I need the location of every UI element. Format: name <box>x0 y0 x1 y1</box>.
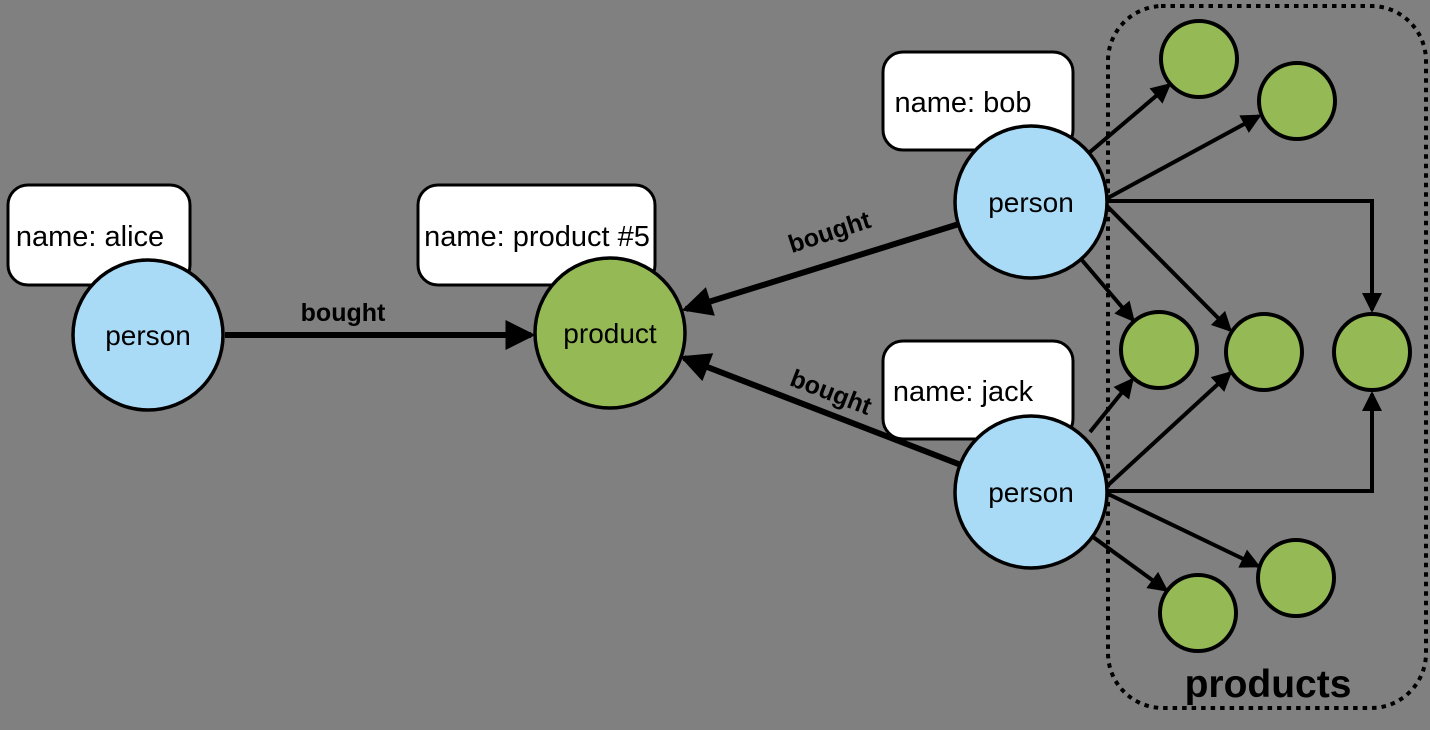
edge-bob-product-5 <box>1106 199 1382 313</box>
edge-label-bob-bought: bought <box>785 206 875 259</box>
products-group-label: products <box>1185 663 1352 706</box>
note-alice-text: name: alice <box>16 221 164 253</box>
product-node-4 <box>1224 312 1304 392</box>
node-bob-circle <box>953 124 1109 280</box>
node-bob-label: person <box>988 187 1074 218</box>
product-node-2 <box>1257 61 1337 141</box>
edge-bob-product-2 <box>1105 114 1262 201</box>
product-node-3 <box>1119 310 1199 390</box>
product-node-1 <box>1159 19 1239 99</box>
edge-label-alice-bought: bought <box>301 299 386 327</box>
node-alice: person <box>71 258 225 412</box>
products-group-outline <box>1106 4 1428 710</box>
note-jack-text: name: jack <box>893 376 1034 408</box>
product-node-6 <box>1158 573 1238 653</box>
edge-bob-bought <box>681 221 960 316</box>
node-product: product <box>533 256 687 410</box>
node-alice-label: person <box>105 320 191 351</box>
product-node-5 <box>1332 312 1412 392</box>
node-product-circle <box>533 256 687 410</box>
node-alice-circle <box>71 258 225 412</box>
edge-jack-product-7 <box>1105 491 1261 568</box>
node-product-label: product <box>563 318 657 349</box>
node-jack-label: person <box>988 477 1074 508</box>
edge-jack-product-5 <box>1106 391 1382 493</box>
edge-bob-product-1 <box>1088 83 1172 154</box>
node-bob: person <box>953 124 1109 280</box>
note-bob-text: name: bob <box>894 87 1031 119</box>
product-node-7 <box>1256 538 1336 618</box>
note-product-text: name: product #5 <box>424 221 650 253</box>
edge-jack-product-4 <box>1104 370 1233 489</box>
edge-bob-product-4 <box>1104 203 1233 333</box>
edge-bob-product-3 <box>1079 257 1135 323</box>
edge-jack-product-6 <box>1091 535 1169 592</box>
edge-jack-product-3 <box>1088 377 1134 434</box>
node-jack-circle <box>953 414 1109 570</box>
node-jack: person <box>953 414 1109 570</box>
edge-jack-bought <box>679 353 963 468</box>
